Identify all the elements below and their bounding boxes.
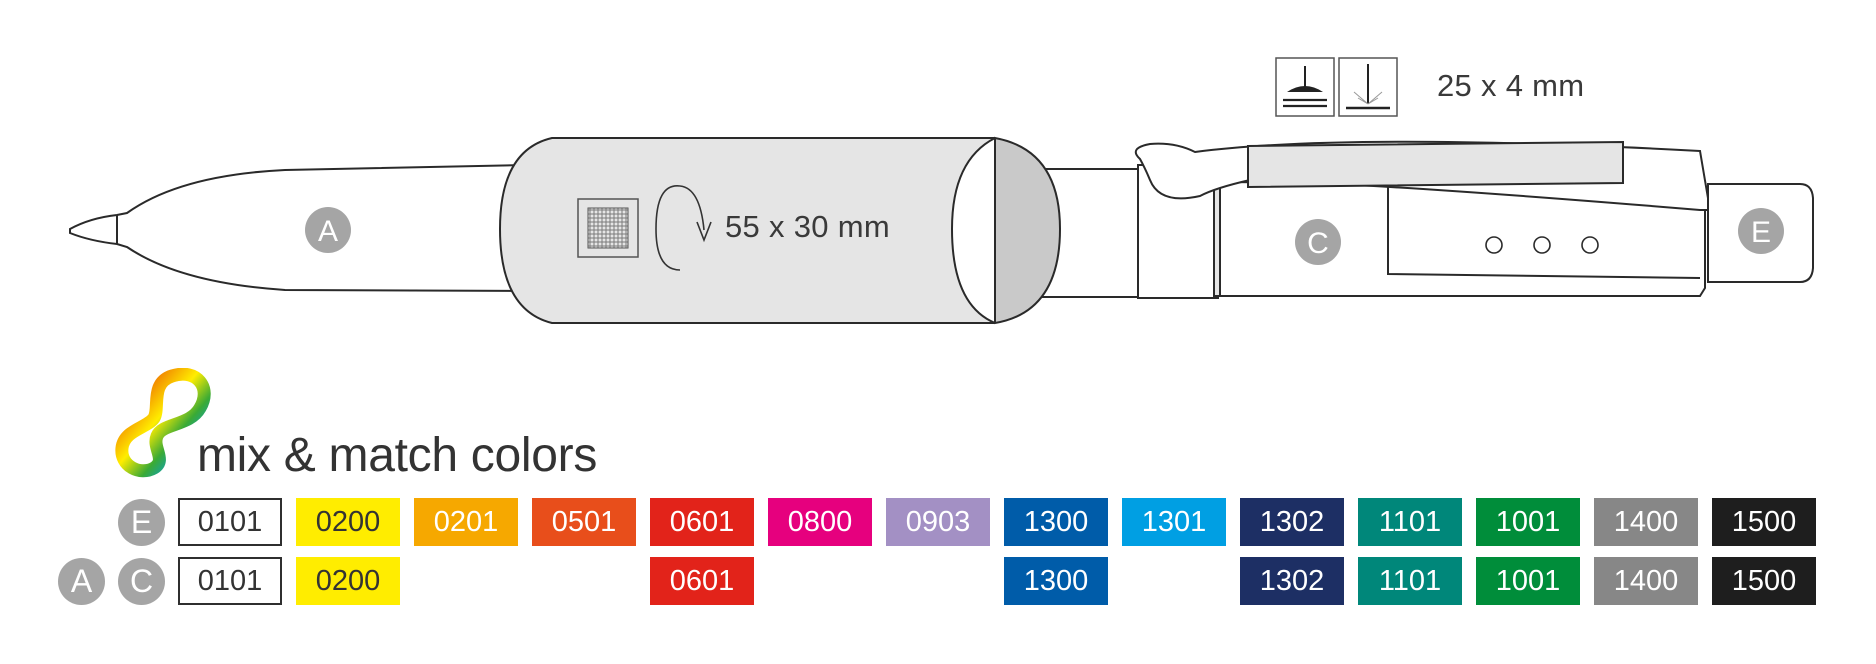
color-swatch-0903[interactable]: 0903 xyxy=(886,498,990,546)
color-swatch-0101[interactable]: 0101 xyxy=(178,498,282,546)
part-e-badge xyxy=(1738,208,1784,254)
color-swatch-0200[interactable]: 0200 xyxy=(296,498,400,546)
barrel-sleeve xyxy=(498,136,1062,325)
color-swatch-1500[interactable]: 1500 xyxy=(1712,557,1816,605)
color-swatch-1302[interactable]: 1302 xyxy=(1240,498,1344,546)
cap-dots xyxy=(1485,236,1599,254)
clip-print-size: 25 x 4 mm xyxy=(1437,68,1585,103)
color-swatch-1400[interactable]: 1400 xyxy=(1594,498,1698,546)
color-swatch-1300[interactable]: 1300 xyxy=(1004,557,1108,605)
part-a-badge xyxy=(305,207,351,253)
color-swatch-0200[interactable]: 0200 xyxy=(296,557,400,605)
color-swatch-0101[interactable]: 0101 xyxy=(178,557,282,605)
color-swatch-0601[interactable]: 0601 xyxy=(650,557,754,605)
color-swatch-0601[interactable]: 0601 xyxy=(650,498,754,546)
color-swatch-1101[interactable]: 1101 xyxy=(1358,557,1462,605)
row-label-e: E xyxy=(118,499,165,546)
pen-clip xyxy=(1134,140,1712,211)
color-swatch-1500[interactable]: 1500 xyxy=(1712,498,1816,546)
pen-drawing: A C E xyxy=(69,57,1814,325)
row-label-a: A xyxy=(58,558,105,605)
print-area-icon xyxy=(577,198,639,258)
color-swatch-0201[interactable]: 0201 xyxy=(414,498,518,546)
pen-front-part xyxy=(69,163,526,293)
pad-print-icon xyxy=(1275,57,1335,117)
part-c-label: C xyxy=(1307,227,1329,260)
color-swatch-1400[interactable]: 1400 xyxy=(1594,557,1698,605)
rotation-arrow-icon xyxy=(655,185,712,271)
mix-match-tagline: mix & match colors xyxy=(197,429,598,482)
part-e-label: E xyxy=(1751,216,1771,249)
laser-engrave-icon xyxy=(1338,57,1398,117)
row-label-c: C xyxy=(118,558,165,605)
color-swatch-1101[interactable]: 1101 xyxy=(1358,498,1462,546)
barrel-print-size: 55 x 30 mm xyxy=(725,209,890,244)
color-swatch-1301[interactable]: 1301 xyxy=(1122,498,1226,546)
mix-match-logo-icon xyxy=(115,368,211,478)
color-swatch-0501[interactable]: 0501 xyxy=(532,498,636,546)
color-swatch-1302[interactable]: 1302 xyxy=(1240,557,1344,605)
part-a-label: A xyxy=(318,215,338,248)
color-swatch-1001[interactable]: 1001 xyxy=(1476,498,1580,546)
color-swatch-1001[interactable]: 1001 xyxy=(1476,557,1580,605)
color-swatch-0800[interactable]: 0800 xyxy=(768,498,872,546)
pen-cap-part xyxy=(1137,164,1706,299)
color-swatch-1300[interactable]: 1300 xyxy=(1004,498,1108,546)
part-c-badge xyxy=(1295,219,1341,265)
